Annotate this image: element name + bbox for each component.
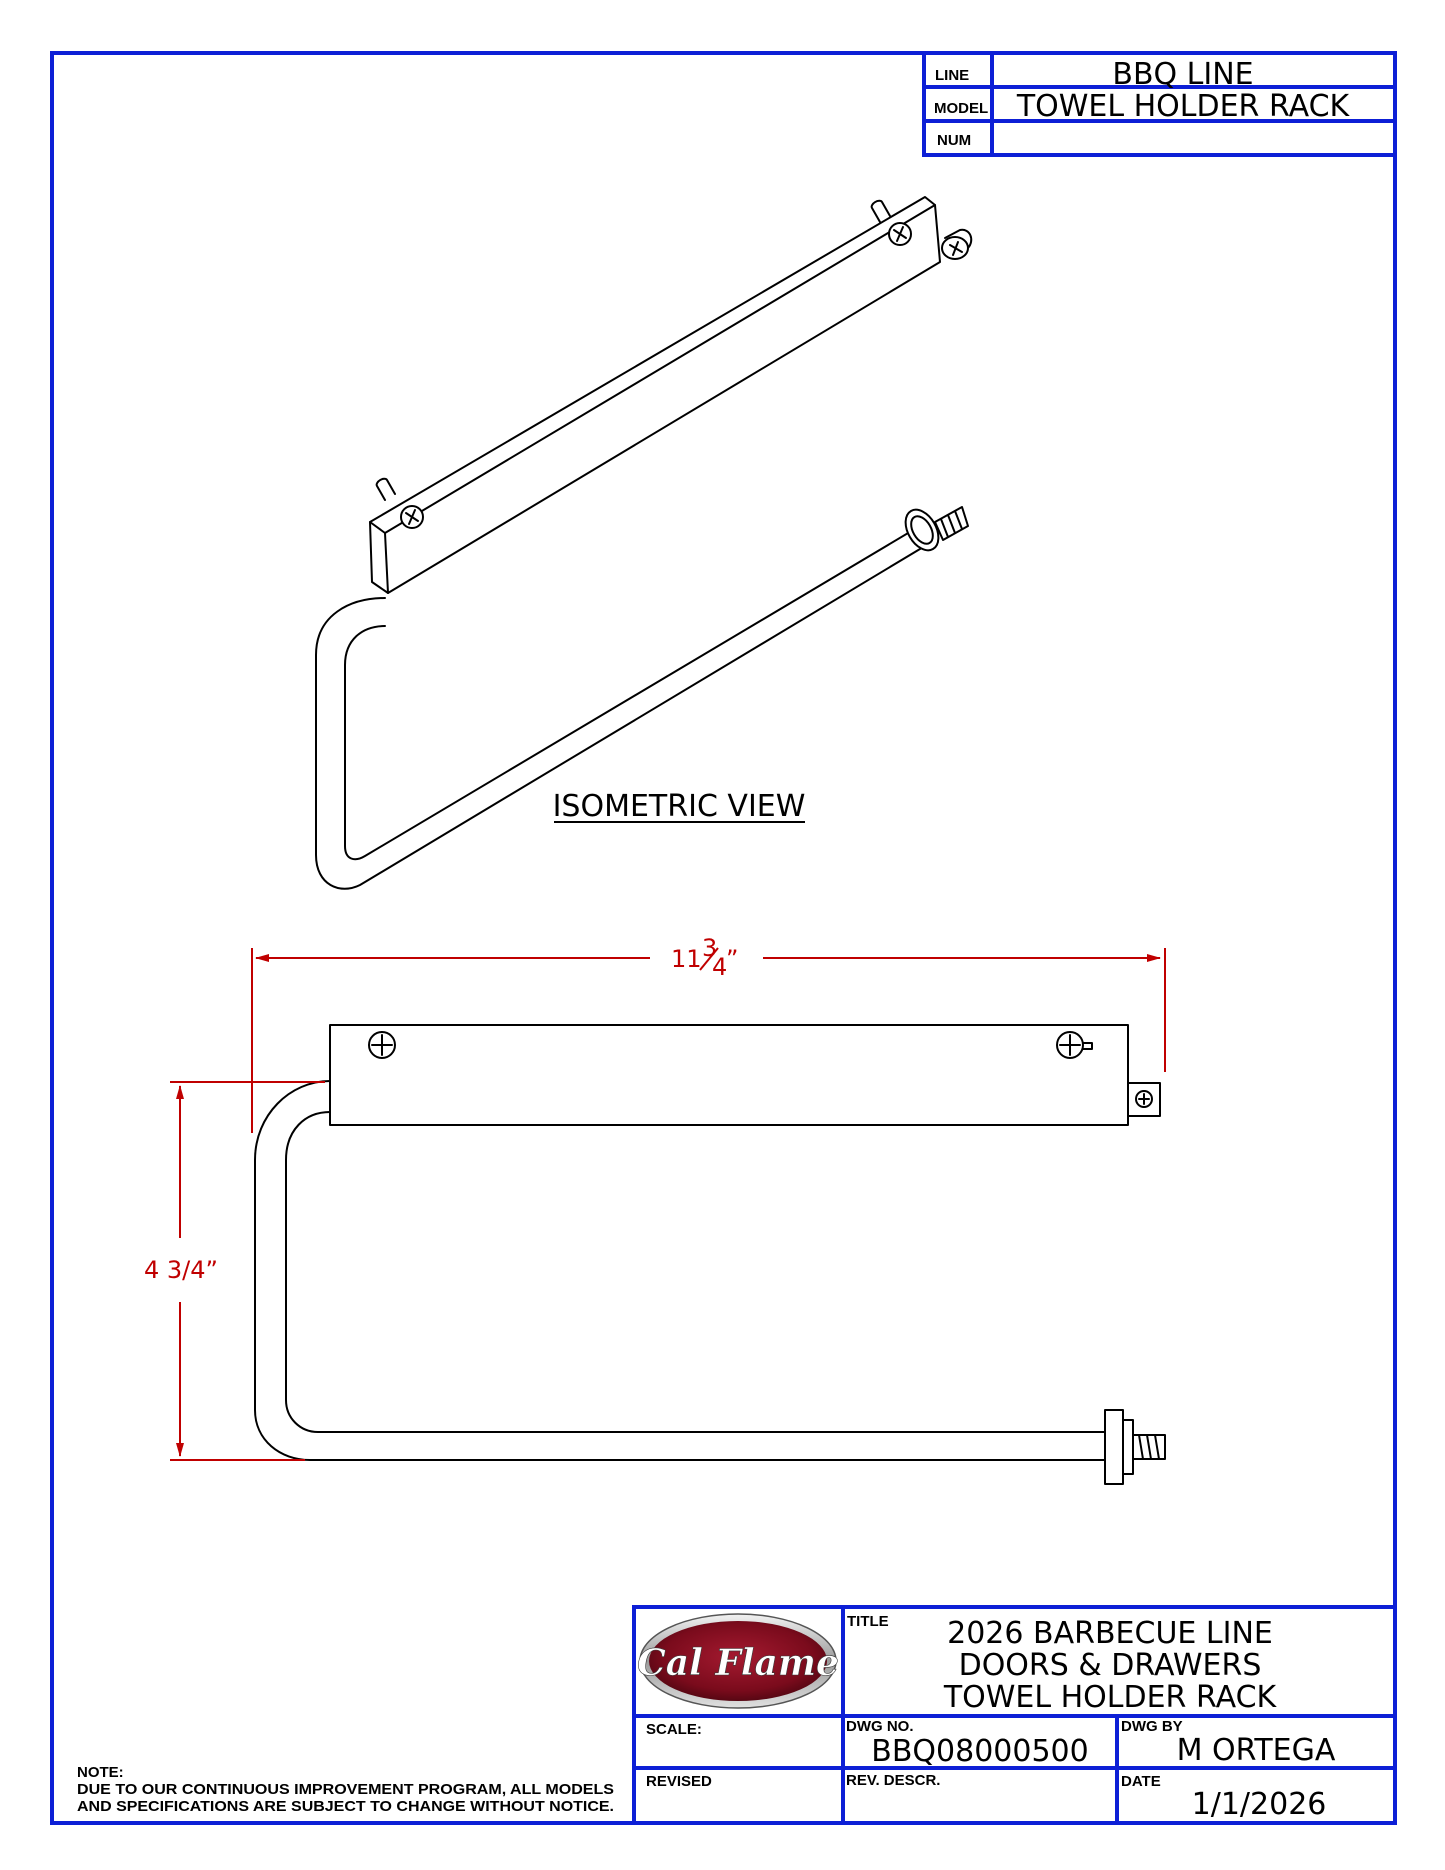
note-block: NOTE: DUE TO OUR CONTINUOUS IMPROVEMENT … <box>77 1764 614 1815</box>
note-heading: NOTE: <box>77 1764 124 1781</box>
dwg-by-value: M ORTEGA <box>1177 1733 1336 1768</box>
title-line-3: TOWEL HOLDER RACK <box>943 1680 1278 1715</box>
revised-label: REVISED <box>646 1773 712 1790</box>
rev-descr-label: REV. DESCR. <box>846 1772 940 1789</box>
width-dimension-value: 11 <box>671 945 702 973</box>
model-value: TOWEL HOLDER RACK <box>1016 89 1351 124</box>
front-view <box>254 1024 1166 1485</box>
width-dimension-denominator: 4 <box>712 953 727 981</box>
note-line-1: DUE TO OUR CONTINUOUS IMPROVEMENT PROGRA… <box>77 1781 614 1798</box>
isometric-view <box>315 196 973 890</box>
date-value: 1/1/2026 <box>1192 1787 1327 1822</box>
note-line-2: AND SPECIFICATIONS ARE SUBJECT TO CHANGE… <box>77 1798 614 1815</box>
title-line-2: DOORS & DRAWERS <box>959 1648 1262 1683</box>
dwg-no-label: DWG NO. <box>846 1718 914 1735</box>
height-dimension: 4 3/4” <box>144 1081 325 1461</box>
title-block: Cal Flame TITLE 2026 BARBECUE LINE DOORS… <box>632 1605 1397 1825</box>
model-label: MODEL <box>934 100 988 117</box>
cal-flame-logo: Cal Flame <box>637 1613 839 1709</box>
title-line-1: 2026 BARBECUE LINE <box>947 1616 1273 1651</box>
date-label: DATE <box>1121 1773 1161 1790</box>
line-value: BBQ LINE <box>1112 57 1253 92</box>
width-dimension: 11 3 4 ” <box>251 934 1166 1133</box>
isometric-view-label: ISOMETRIC VIEW <box>553 789 806 824</box>
dwg-by-label: DWG BY <box>1121 1718 1183 1735</box>
scale-label: SCALE: <box>646 1721 702 1738</box>
num-label: NUM <box>937 132 971 149</box>
logo-text: Cal Flame <box>637 1642 839 1684</box>
line-label: LINE <box>935 67 969 84</box>
dwg-no-value: BBQ08000500 <box>871 1734 1088 1769</box>
height-dimension-value: 4 3/4” <box>144 1256 218 1284</box>
title-label: TITLE <box>847 1613 889 1630</box>
width-dimension-unit: ” <box>726 945 738 973</box>
header-block: LINE MODEL NUM BBQ LINE TOWEL HOLDER RAC… <box>922 51 1397 157</box>
